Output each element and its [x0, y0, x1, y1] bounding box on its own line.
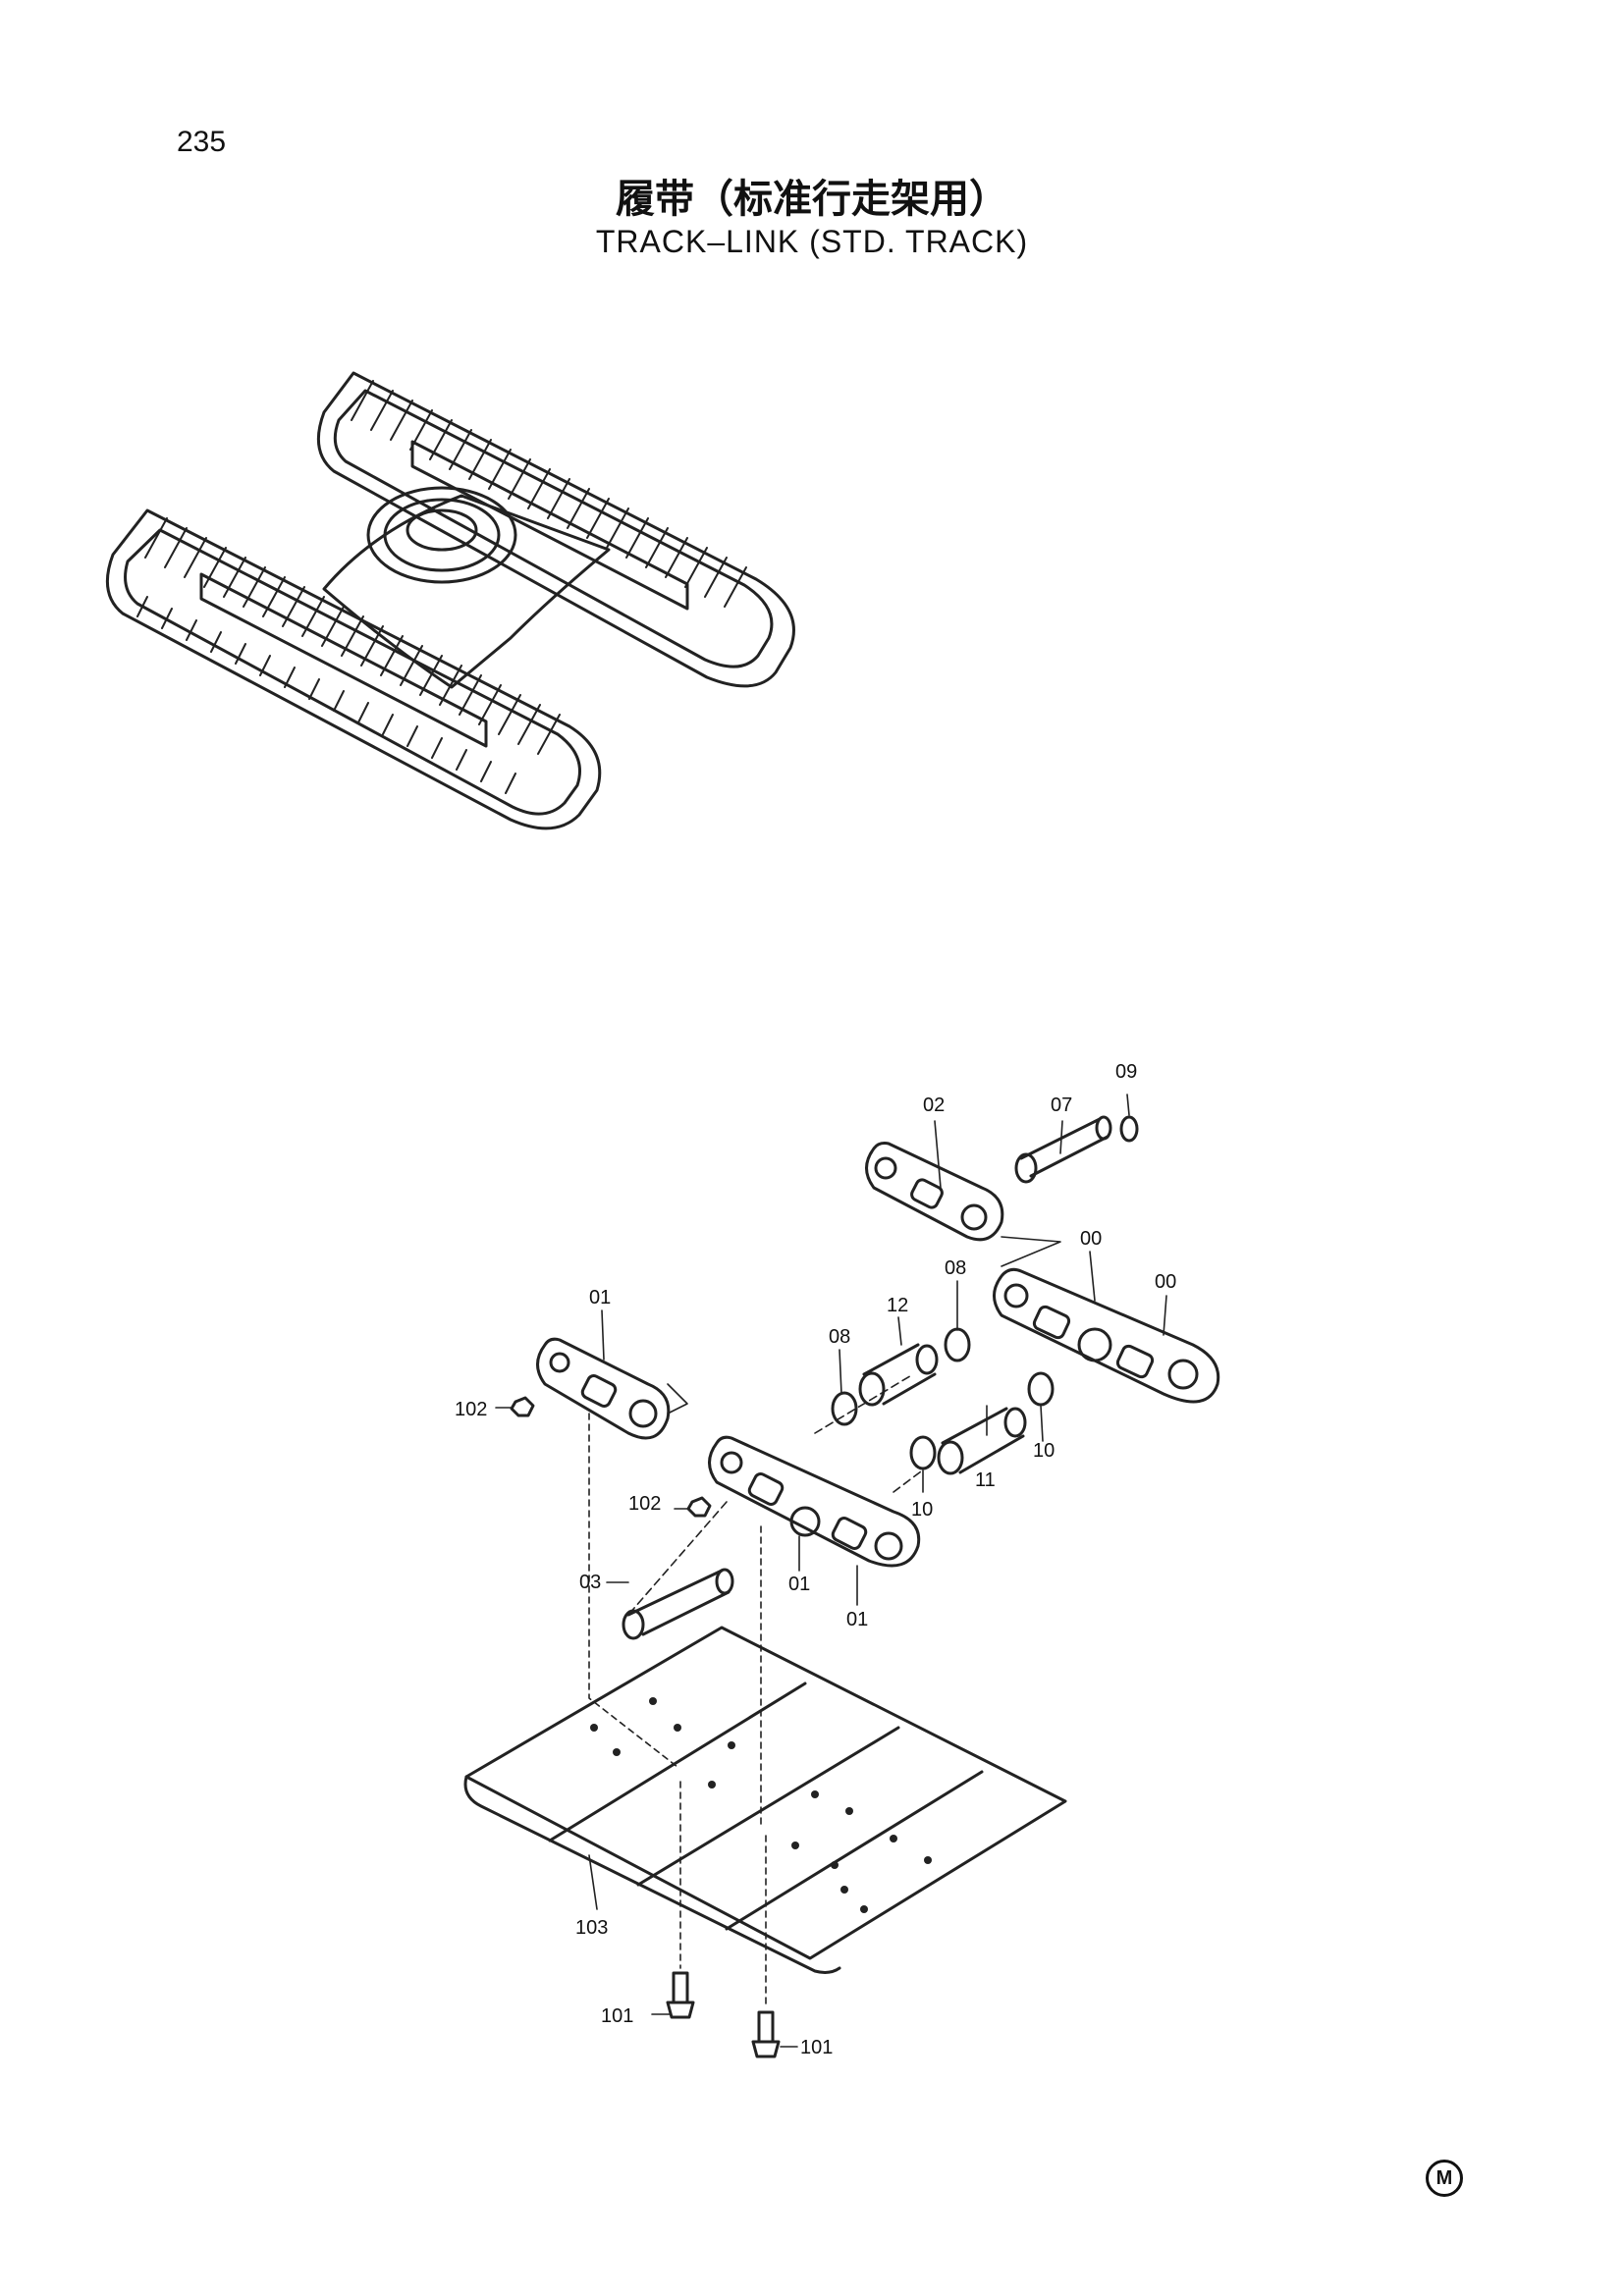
callout-01c: 01 [846, 1609, 868, 1630]
seal-08-right [944, 1327, 971, 1362]
nut-102-center [686, 1496, 712, 1518]
track-shoe-hatching [136, 380, 747, 794]
seal-10-right [1027, 1371, 1055, 1407]
callout-101b: 101 [800, 2037, 833, 2058]
title-english: TRACK–LINK (STD. TRACK) [595, 224, 1029, 259]
callout-02: 02 [923, 1095, 945, 1116]
shoe-bolt-holes [590, 1697, 932, 1913]
page-number: 235 [177, 126, 227, 158]
callout-00a: 00 [1080, 1228, 1102, 1250]
link-01-center [708, 1435, 921, 1568]
callout-102a: 102 [455, 1399, 487, 1420]
seal-08-left [831, 1391, 858, 1426]
link-02 [865, 1142, 1004, 1242]
callout-08b: 08 [829, 1326, 850, 1348]
callout-07: 07 [1051, 1095, 1072, 1116]
nut-102-left [510, 1396, 535, 1417]
corner-mark: M [1426, 2160, 1463, 2197]
callout-101a: 101 [601, 2005, 633, 2027]
callout-10b: 10 [911, 1499, 933, 1521]
link-01-left [536, 1337, 671, 1440]
callout-03: 03 [579, 1572, 601, 1593]
ring-09 [1119, 1115, 1139, 1143]
callout-01a: 01 [589, 1287, 611, 1308]
pin-03 [622, 1568, 734, 1640]
bolt-101-left [666, 1971, 695, 2019]
callout-08a: 08 [945, 1257, 966, 1279]
bushing-12 [858, 1343, 939, 1407]
leader-lines [495, 1094, 1167, 2048]
callout-00b: 00 [1155, 1271, 1176, 1293]
bushing-11 [937, 1407, 1027, 1475]
pin-07 [1014, 1115, 1112, 1184]
title-chinese: 履带（标准行走架用） [616, 177, 1008, 222]
callout-labels: 09 02 07 00 08 00 01 12 08 102 10 11 10 … [455, 1061, 1176, 2058]
callout-01b: 01 [788, 1574, 810, 1595]
callout-11: 11 [975, 1469, 996, 1491]
track-shoe-103 [463, 1626, 1067, 1974]
callout-10a: 10 [1033, 1440, 1055, 1462]
master-link-00 [993, 1267, 1220, 1404]
bolt-101-right [751, 2010, 781, 2058]
callout-12: 12 [887, 1295, 908, 1316]
callout-103: 103 [575, 1917, 608, 1939]
undercarriage-illustration [105, 371, 795, 830]
callout-102b: 102 [628, 1493, 661, 1515]
seal-10-left [909, 1435, 937, 1470]
callout-09a: 09 [1115, 1061, 1137, 1083]
